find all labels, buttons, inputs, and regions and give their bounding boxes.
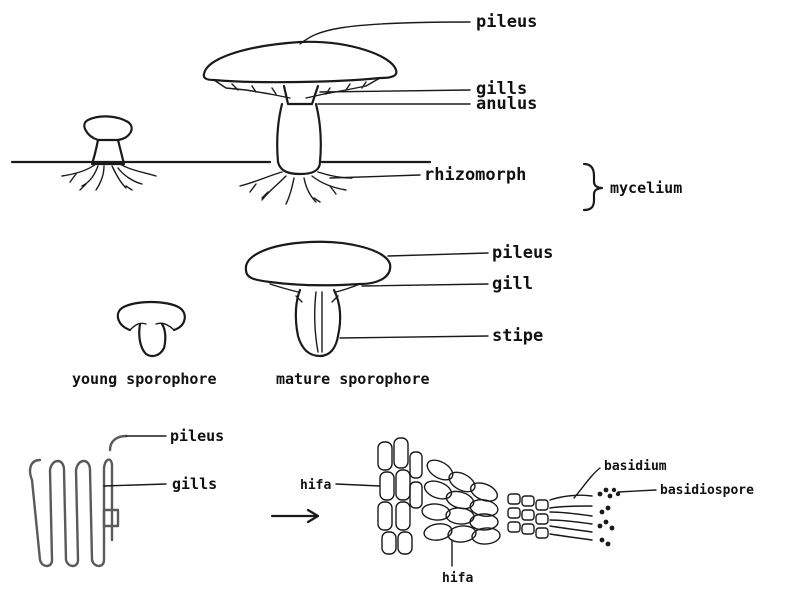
panel-bottom-microscopic: pileus gills — [30, 427, 754, 586]
label-bot-hifa-bottom: hifa — [442, 571, 473, 586]
mature-roots — [240, 172, 352, 204]
panel-top-mushroom-lifecycle: pileus gills anulus rhizomorph mycelium — [12, 12, 682, 210]
label-mid-mature-sporophore: mature sporophore — [276, 370, 430, 388]
basidiospores — [598, 488, 621, 547]
leader-bot-gills — [104, 484, 166, 486]
label-bot-gills: gills — [172, 475, 217, 493]
leader-bot-basidium — [574, 468, 600, 498]
leader-top-pileus — [300, 22, 470, 44]
arrow-icon — [272, 510, 318, 522]
label-top-anulus: anulus — [476, 94, 537, 114]
mycelium-brace — [584, 164, 602, 210]
label-mid-stipe: stipe — [492, 326, 543, 346]
label-mid-gill: gill — [492, 274, 533, 294]
leader-mid-stipe — [340, 336, 488, 338]
young-roots — [62, 164, 156, 190]
label-top-pileus: pileus — [476, 12, 537, 32]
leader-bot-basidiospore — [618, 490, 656, 492]
hifa-column — [378, 438, 422, 554]
basidia — [550, 495, 592, 540]
label-bot-hifa-left: hifa — [300, 478, 331, 493]
leader-mid-gill — [362, 284, 488, 286]
label-bot-pileus: pileus — [170, 427, 224, 445]
young-button-mushroom — [62, 116, 156, 190]
mature-anulus — [284, 86, 318, 104]
mature-mushroom — [204, 42, 397, 204]
label-top-mycelium: mycelium — [610, 179, 682, 197]
panel-middle-sporophores: pileus gill stipe young sporophore matur… — [72, 242, 553, 388]
leader-top-rhizomorph — [330, 175, 420, 178]
gill-fold-section — [30, 436, 126, 566]
fanning-hyphae — [421, 456, 548, 545]
young-sporophore — [118, 302, 185, 356]
label-bot-basidiospore: basidiospore — [660, 483, 754, 498]
label-bot-basidium: basidium — [604, 459, 667, 474]
label-top-rhizomorph: rhizomorph — [424, 165, 526, 185]
label-mid-young-sporophore: young sporophore — [72, 370, 217, 388]
mature-sporophore — [246, 242, 390, 356]
mature-sporophore-cap — [246, 242, 390, 286]
leader-mid-pileus — [388, 253, 488, 256]
mature-cap — [204, 42, 397, 82]
mature-stem — [277, 104, 321, 174]
hyphae-tissue — [378, 438, 620, 554]
label-mid-pileus: pileus — [492, 243, 553, 263]
leader-bot-hifa-left — [336, 484, 380, 486]
